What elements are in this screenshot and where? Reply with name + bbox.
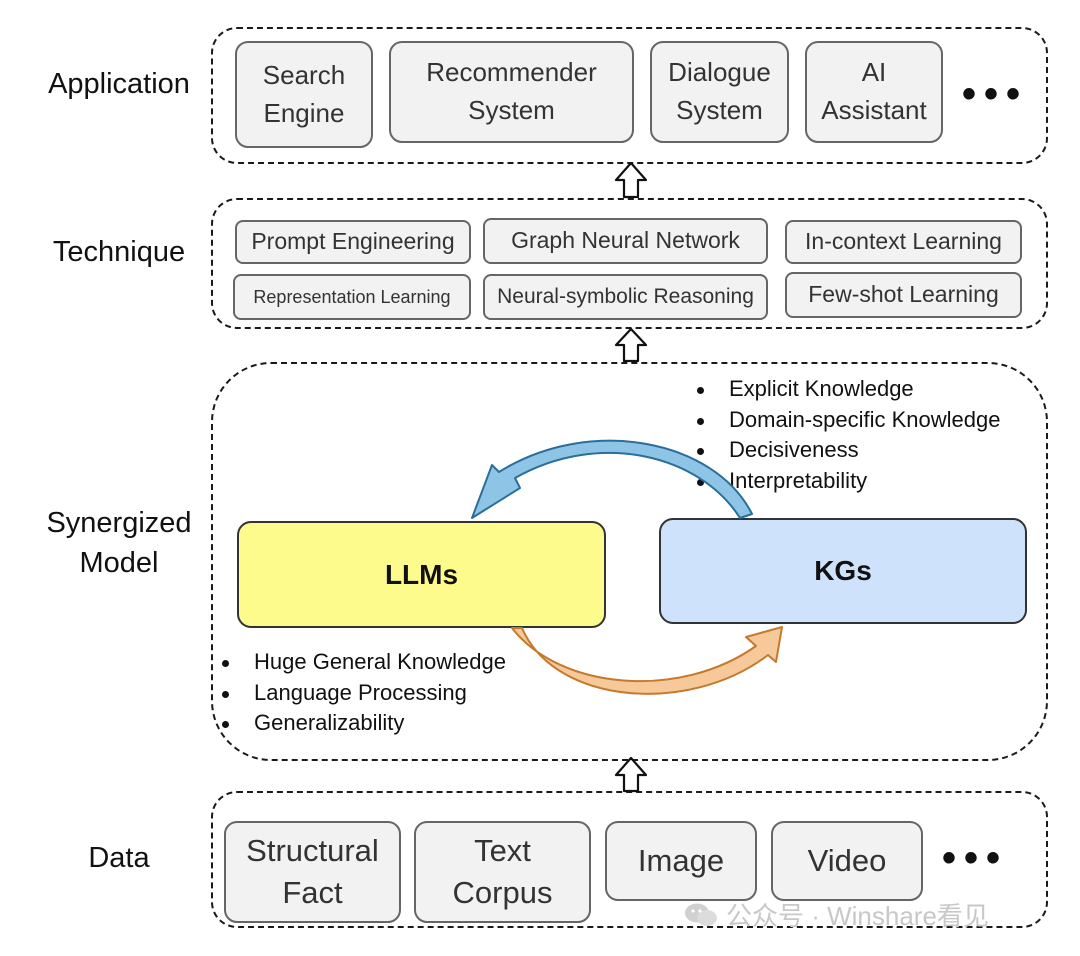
app-box-line: Recommender [426, 57, 597, 88]
up-arrow-icon [614, 756, 648, 793]
up-arrow-icon [614, 161, 648, 199]
llm-strength-item: Language Processing [218, 678, 506, 709]
app-box-ai-assistant: AI Assistant [805, 41, 943, 143]
up-arrow-icon [614, 327, 648, 363]
layer-label-model-line1: Synergized [46, 507, 192, 539]
data-box-line: Text [474, 833, 531, 869]
data-box-line: Fact [282, 875, 343, 910]
layer-label-data: Data [88, 842, 150, 874]
watermark-text: 公众号 · Winshare看见 [726, 901, 989, 931]
layer-label-model-line2: Model [79, 547, 159, 579]
llm-strength-item: Huge General Knowledge [218, 647, 506, 678]
application-layer [211, 27, 1048, 164]
llm-strengths-list: Huge General Knowledge Language Processi… [218, 647, 506, 739]
watermark: 公众号 · Winshare看见 [684, 896, 989, 933]
layer-label-application: Application [48, 68, 190, 100]
layer-label-model: Synergized Model [38, 503, 200, 583]
wechat-icon [685, 903, 717, 926]
app-box-line: Assistant [821, 95, 927, 125]
kg-strength-item: Decisiveness [693, 435, 1000, 466]
tech-box-representation-learning: Representation Learning [233, 274, 471, 320]
app-box-line: Search [262, 59, 346, 90]
app-box-line: Engine [263, 97, 345, 128]
kg-strengths-list: Explicit Knowledge Domain-specific Knowl… [693, 374, 1000, 496]
data-box-line: Corpus [452, 875, 553, 910]
tech-box-few-shot-learning: Few-shot Learning [785, 272, 1022, 318]
kgs-box: KGs [659, 518, 1027, 624]
app-box-line: Dialogue [668, 57, 771, 88]
kg-strength-item: Interpretability [693, 466, 1000, 497]
data-box-line: Structural [246, 833, 379, 869]
data-box-image: Image [605, 821, 757, 901]
app-box-line: System [468, 95, 555, 125]
llms-box: LLMs [237, 521, 606, 628]
kg-strength-item: Explicit Knowledge [693, 374, 1000, 405]
app-box-line: AI [861, 57, 887, 88]
kg-strength-item: Domain-specific Knowledge [693, 405, 1000, 436]
llm-strength-item: Generalizability [218, 708, 506, 739]
data-box-video: Video [771, 821, 923, 901]
tech-box-graph-neural-network: Graph Neural Network [483, 218, 768, 264]
app-box-line: System [676, 95, 763, 125]
technique-layer [211, 198, 1048, 329]
tech-box-in-context-learning: In-context Learning [785, 220, 1022, 264]
llm-to-kg-arrow [511, 626, 783, 695]
tech-box-prompt-engineering: Prompt Engineering [235, 220, 471, 264]
layer-label-technique: Technique [52, 236, 186, 268]
kg-to-llm-arrow [471, 439, 753, 519]
tech-box-neural-symbolic-reasoning: Neural-symbolic Reasoning [483, 274, 768, 320]
